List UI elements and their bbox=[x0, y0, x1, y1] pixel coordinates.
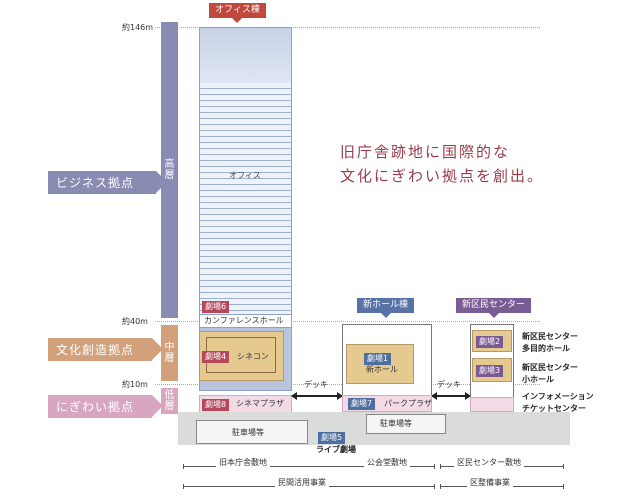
catchphrase: 旧庁舎跡地に国際的な 文化にぎわい拠点を創出。 bbox=[340, 140, 544, 188]
header-pointer bbox=[488, 313, 499, 318]
tower-crown bbox=[200, 28, 291, 83]
office-label: オフィス bbox=[229, 171, 261, 180]
theater-2-desc-1: 新区民センター bbox=[522, 332, 578, 341]
site-old-office-bracket bbox=[183, 464, 435, 469]
park-plaza-label: パークプラザ bbox=[384, 399, 432, 408]
parking-right-label: 駐車場等 bbox=[380, 419, 412, 428]
parking-left-label: 駐車場等 bbox=[232, 428, 264, 437]
live-theater-label: ライブ劇場 bbox=[316, 445, 356, 454]
conference-hall-floor bbox=[199, 314, 292, 328]
theater-7-tag: 劇場7 bbox=[348, 398, 376, 410]
cinema-plaza-label: シネマプラザ bbox=[236, 399, 284, 408]
site-public-hall-label: 公会堂敷地 bbox=[364, 459, 410, 467]
zone-low-bar: 低 層 bbox=[161, 388, 178, 414]
info-desc-2: チケットセンター bbox=[522, 404, 586, 413]
theater-5-tag: 劇場5 bbox=[318, 432, 346, 444]
zone-low-char-1: 低 bbox=[164, 389, 175, 401]
catchphrase-line-1: 旧庁舎跡地に国際的な bbox=[340, 143, 511, 161]
zone-low-char-2: 層 bbox=[164, 401, 175, 412]
catchphrase-line-2: 文化にぎわい拠点を創出。 bbox=[340, 167, 545, 185]
category-culture: 文化創造拠点 bbox=[48, 338, 163, 361]
project-ward-label: 区整備事業 bbox=[467, 479, 513, 487]
header-pointer bbox=[232, 18, 243, 23]
new-hall-header: 新ホール棟 bbox=[357, 298, 415, 318]
office-tower-header: オフィス棟 bbox=[209, 3, 266, 23]
theater-6-tag: 劇場6 bbox=[202, 301, 230, 313]
office-tower-header-label: オフィス棟 bbox=[215, 5, 260, 15]
theater-4-tag: 劇場4 bbox=[202, 351, 230, 363]
theater-3-tag: 劇場3 bbox=[476, 365, 504, 377]
new-hall-header-label: 新ホール棟 bbox=[363, 300, 409, 310]
zone-mid-char-1: 中 bbox=[164, 341, 175, 353]
zone-mid-bar: 中 層 bbox=[161, 325, 178, 381]
category-business: ビジネス拠点 bbox=[48, 171, 167, 194]
cinecon-label: シネコン bbox=[237, 352, 269, 361]
info-center-floor bbox=[470, 397, 514, 412]
deck-left-arrow bbox=[291, 392, 343, 400]
level-label-146: 約146m bbox=[122, 23, 154, 32]
info-desc-1: インフォメーション bbox=[522, 392, 594, 401]
zone-high-char-1: 高 bbox=[164, 158, 175, 170]
theater-1-tag: 劇場1 bbox=[364, 353, 392, 365]
deck-right-label: デッキ bbox=[437, 380, 461, 389]
level-label-10: 約10m bbox=[122, 380, 148, 389]
parking-right bbox=[366, 414, 446, 434]
office-tower bbox=[199, 27, 292, 391]
level-line-146 bbox=[155, 27, 540, 28]
tower-floors bbox=[200, 83, 291, 328]
site-old-office-label: 旧本庁舎敷地 bbox=[216, 459, 270, 467]
theater-8-tag: 劇場8 bbox=[202, 399, 230, 411]
zone-high-char-2: 層 bbox=[164, 170, 175, 181]
category-nigiwai: にぎわい拠点 bbox=[48, 395, 163, 418]
site-ward-center-label: 区民センター敷地 bbox=[454, 459, 524, 467]
theater-2-tag: 劇場2 bbox=[476, 336, 504, 348]
deck-right-arrow bbox=[431, 392, 471, 400]
theater-2-desc-2: 多目的ホール bbox=[522, 344, 570, 353]
header-pointer bbox=[380, 313, 391, 318]
new-hall-label: 新ホール bbox=[366, 365, 398, 374]
zone-high-bar: 高 層 bbox=[161, 22, 178, 318]
parking-left bbox=[196, 420, 308, 444]
project-private-label: 民間活用事業 bbox=[275, 479, 329, 487]
ward-center-header: 新区民センター bbox=[456, 298, 532, 318]
conference-hall-label: カンファレンスホール bbox=[204, 316, 284, 325]
deck-left-label: デッキ bbox=[304, 380, 328, 389]
ward-center-header-label: 新区民センター bbox=[462, 300, 526, 310]
theater-3-desc-1: 新区民センター bbox=[522, 363, 578, 372]
theater-3-desc-2: 小ホール bbox=[522, 375, 554, 384]
zone-mid-char-2: 層 bbox=[164, 353, 175, 364]
level-line-40 bbox=[155, 321, 540, 322]
level-label-40: 約40m bbox=[122, 317, 148, 326]
